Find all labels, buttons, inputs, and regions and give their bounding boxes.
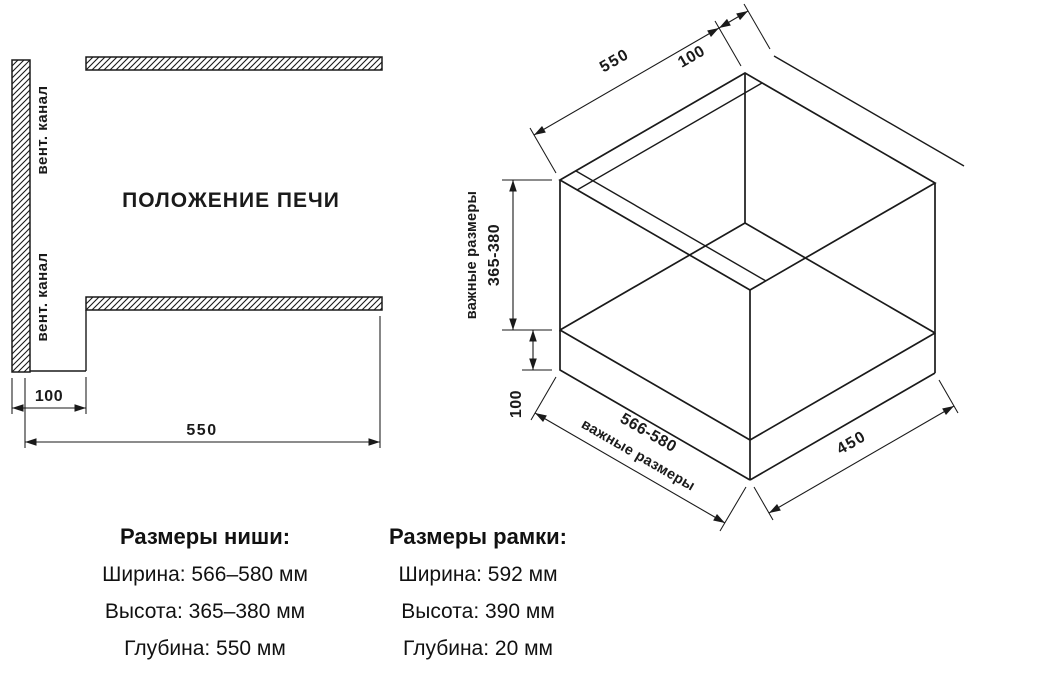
niche-floor <box>559 222 936 441</box>
bottom-vent-space <box>559 330 936 481</box>
dim-100-rear-label: 100 <box>675 43 708 72</box>
top-panel-hatch <box>85 56 383 71</box>
important-dims-label-left: важные размеры <box>464 191 480 319</box>
dimension-depth-550: 550 <box>24 316 381 448</box>
dim-550-top-label: 550 <box>597 46 633 76</box>
front-view-diagram: ПОЛОЖЕНИЕ ПЕЧИ вент. канал вент. канал 1… <box>11 56 383 448</box>
niche-left-inner-wall <box>559 73 746 332</box>
niche-width-row: Ширина: 566–580 мм <box>102 563 308 586</box>
bottom-panel-hatch <box>85 296 383 311</box>
dim-550-label: 550 <box>186 422 217 439</box>
niche-top-face <box>558 72 937 291</box>
dimension-bottom-gap-100: 100 <box>508 330 552 418</box>
dimension-front-450: 450 <box>753 379 959 521</box>
dim-100-label: 100 <box>35 388 63 405</box>
frame-width-row: Ширина: 592 мм <box>398 563 558 586</box>
oven-position-label: ПОЛОЖЕНИЕ ПЕЧИ <box>122 189 340 212</box>
dimension-vent-gap-100: 100 <box>11 377 87 414</box>
dim-450-label: 450 <box>834 428 870 458</box>
frame-specs-title: Размеры рамки: <box>389 524 567 549</box>
niche-specs-title: Размеры ниши: <box>119 524 291 549</box>
frame-specs: Размеры рамки: Ширина: 592 мм Высота: 39… <box>353 524 603 661</box>
vent-channel-lines <box>30 310 87 372</box>
dimension-height-365-380: 365-380 важные размеры <box>464 179 552 331</box>
frame-depth-row: Глубина: 20 мм <box>403 637 553 660</box>
niche-specs: Размеры ниши: Ширина: 566–580 мм Высота:… <box>30 524 380 661</box>
top-frame-inset-lines <box>575 82 767 282</box>
installation-drawing: ПОЛОЖЕНИЕ ПЕЧИ вент. канал вент. канал 1… <box>11 3 965 532</box>
niche-right-face <box>749 183 936 441</box>
vent-channel-label-bottom: вент. канал <box>34 252 51 341</box>
dim-100-bottom-label: 100 <box>508 390 525 418</box>
vent-channel-label-top: вент. канал <box>34 85 51 174</box>
isometric-view-diagram: 550 100 365-380 важные размеры 100 <box>464 3 965 532</box>
niche-height-row: Высота: 365–380 мм <box>104 600 306 623</box>
niche-depth-row: Глубина: 550 мм <box>124 637 286 660</box>
rear-wall-line <box>773 55 965 167</box>
dimension-depth-top-550: 550 <box>529 20 742 174</box>
frame-height-row: Высота: 390 мм <box>401 600 555 623</box>
wall-hatch <box>11 59 31 373</box>
dim-height-label: 365-380 <box>486 224 503 286</box>
dimension-width-566-580: 566-580 важные размеры <box>530 376 747 532</box>
dimension-rear-gap-100: 100 <box>675 3 771 72</box>
